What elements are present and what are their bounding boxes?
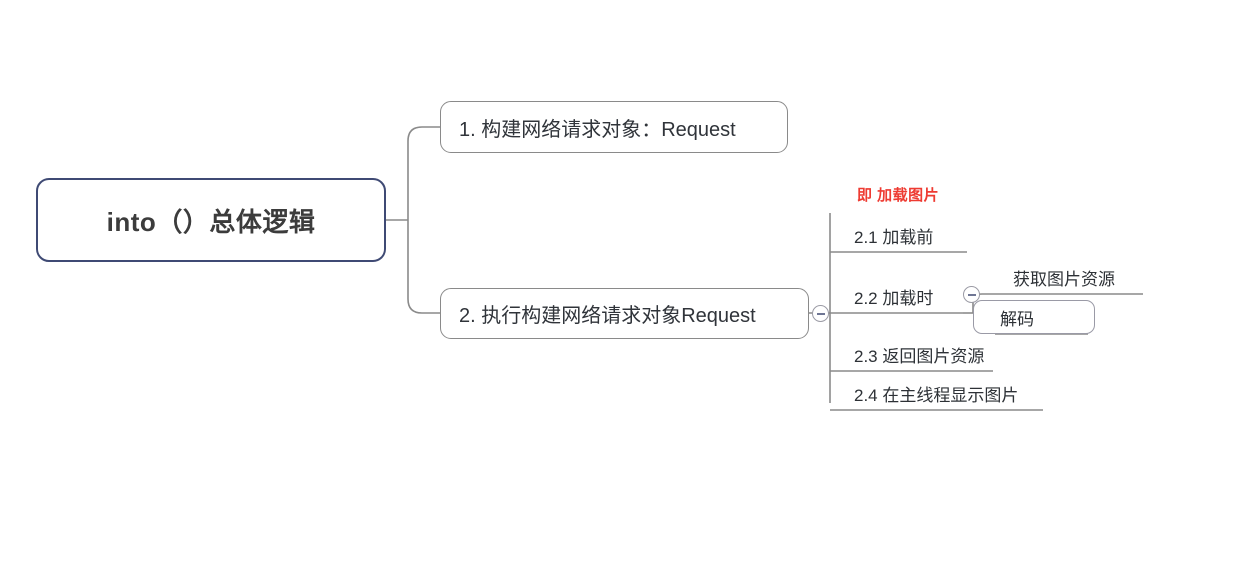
branch-node-2[interactable]: 2. 执行构建网络请求对象Request [440,288,809,339]
node-2-3[interactable]: 2.3 返回图片资源 [830,341,993,371]
root-node[interactable]: into（）总体逻辑 [36,178,386,262]
node-2-2[interactable]: 2.2 加载时 [830,283,963,313]
connector-root-to-branch-2 [407,220,440,314]
connector-root-to-branch-1 [407,126,440,220]
node-2-3-label: 2.3 返回图片资源 [854,347,985,366]
minus-circle-icon-branch-2[interactable] [812,305,829,322]
node-2-2-label: 2.2 加载时 [854,289,934,308]
branch-node-1-label: 1. 构建网络请求对象：Request [459,118,736,141]
node-2-4[interactable]: 2.4 在主线程显示图片 [830,380,1043,410]
minus-circle-icon-node-2-2[interactable] [963,286,980,303]
node-2-1-label: 2.1 加载前 [854,228,934,247]
branch-node-1[interactable]: 1. 构建网络请求对象：Request [440,101,788,153]
branch-node-2-label: 2. 执行构建网络请求对象Request [459,305,756,327]
node-2-1[interactable]: 2.1 加载前 [830,222,967,252]
node-2-4-label: 2.4 在主线程显示图片 [854,386,1019,405]
root-node-label: into（）总体逻辑 [106,206,316,237]
node-2-2-1-label: 获取图片资源 [1013,270,1115,289]
node-2-2-1[interactable]: 获取图片资源 [995,264,1143,294]
node-2-2-2-label: 解码 [1000,309,1034,329]
node-2-2-2[interactable]: 解码 [973,300,1095,334]
annotation-load-image: 即 加载图片 [857,187,940,204]
